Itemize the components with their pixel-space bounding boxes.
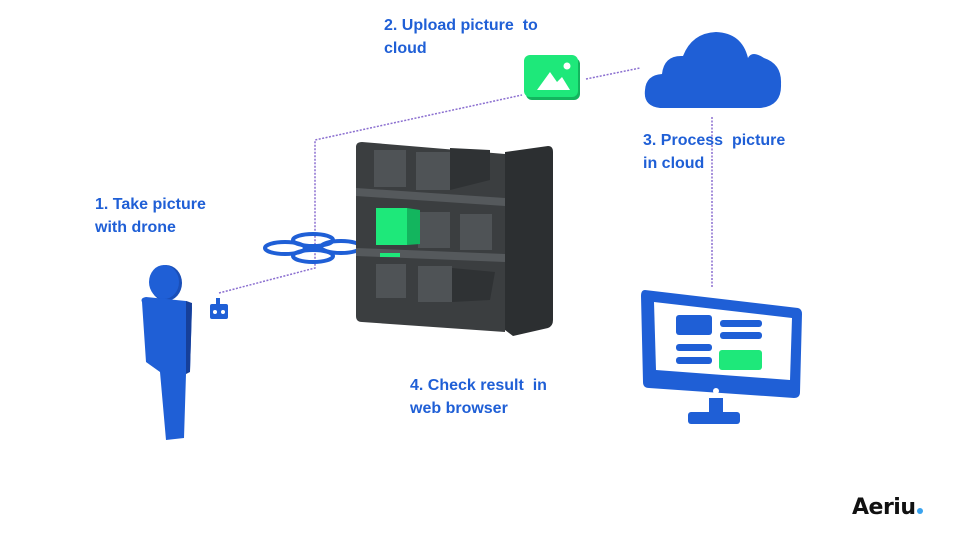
drone-icon — [263, 232, 363, 264]
step-2-label: 2. Upload picture to cloud — [384, 17, 538, 57]
cloud-icon — [644, 32, 782, 108]
connector-controller-drone — [218, 94, 523, 294]
brand-name: Aeriu — [852, 495, 916, 520]
remote-controller-icon — [210, 298, 228, 319]
image-icon — [524, 55, 580, 100]
shelf-icon — [356, 142, 553, 336]
connector-image-cloud — [585, 67, 641, 80]
connector-lines — [218, 67, 713, 294]
step-1-label: 1. Take picture with drone — [95, 196, 206, 236]
person-icon — [141, 265, 192, 440]
brand-logo: Aeriu — [852, 495, 923, 520]
brand-dot-icon — [916, 508, 923, 514]
step-3-label: 3. Process picture in cloud — [643, 132, 786, 172]
step-4-label: 4. Check result in web browser — [410, 377, 547, 417]
monitor-icon — [641, 290, 802, 424]
